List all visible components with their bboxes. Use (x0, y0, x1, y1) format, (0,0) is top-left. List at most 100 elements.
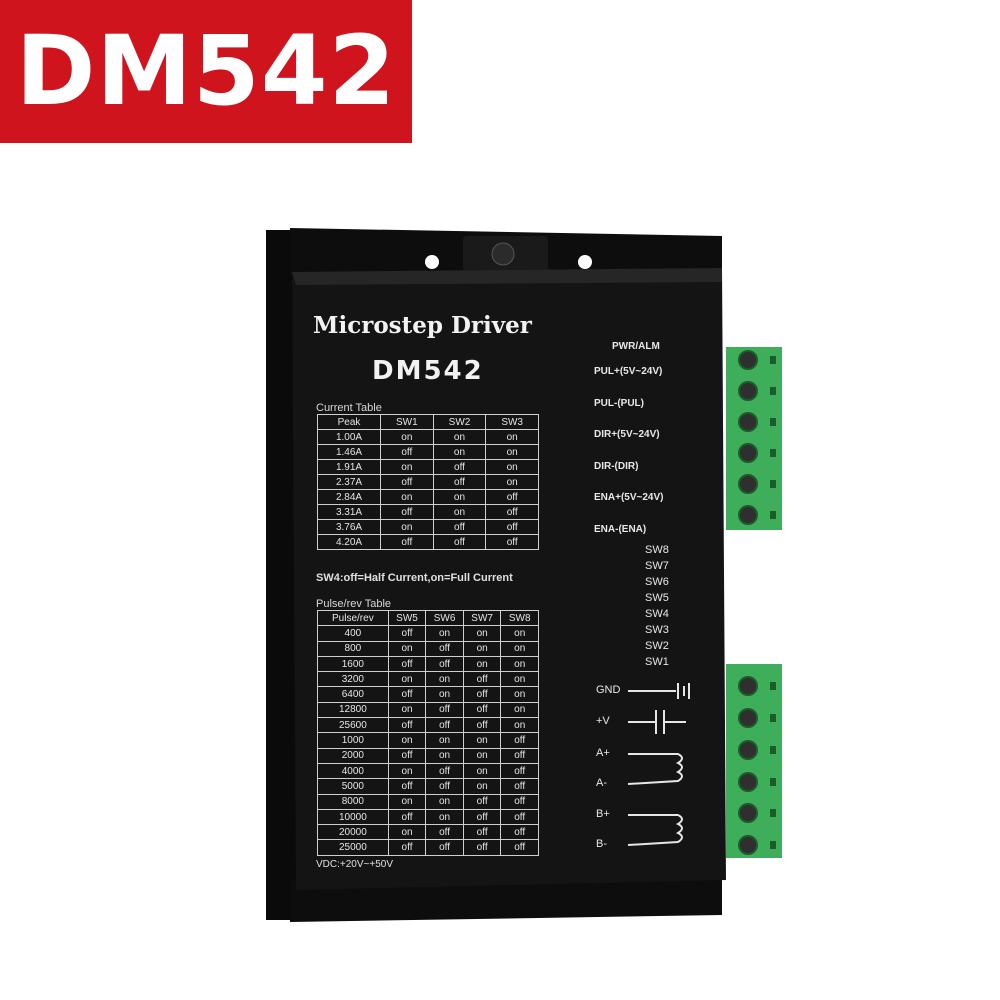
row-key-cell: 2.37A (316, 474, 382, 490)
column-header: Peak (316, 414, 382, 430)
switch-state-cell: off (432, 519, 487, 535)
switch-state-cell: on (387, 671, 427, 688)
row-key-cell: 3.76A (316, 519, 382, 535)
switch-state-cell: off (462, 824, 502, 841)
switch-state-cell: on (485, 459, 539, 475)
switch-state-cell: on (387, 732, 427, 749)
pin-label: GND (596, 684, 621, 696)
banner-title: DM542 (15, 15, 397, 127)
switch-state-cell: on (380, 429, 434, 445)
switch-state-cell: off (500, 808, 539, 826)
coil-a-icon (627, 753, 683, 785)
body-top-bevel (292, 268, 722, 285)
terminal-screw-icon (738, 835, 758, 855)
dip-switch-label: SW2 (645, 640, 669, 652)
switch-state-cell: on (432, 504, 487, 520)
switch-state-cell: on (425, 686, 464, 703)
column-header: SW8 (500, 609, 539, 627)
switch-state-cell: on (462, 778, 502, 795)
switch-state-cell: on (462, 762, 502, 780)
switch-state-cell: on (485, 429, 539, 445)
switch-state-cell: on (387, 793, 427, 810)
dip-switch-label: SW6 (645, 576, 669, 588)
terminal-screw-icon (738, 803, 758, 823)
switch-state-cell: on (387, 701, 427, 719)
switch-state-cell: on (425, 671, 464, 688)
dip-switch-label: SW5 (645, 592, 669, 604)
product-banner (0, 0, 412, 143)
switch-state-cell: on (432, 429, 487, 445)
switch-state-cell: on (462, 747, 502, 764)
switch-state-cell: off (485, 519, 539, 535)
pin-label: B+ (596, 808, 610, 820)
switch-state-cell: off (387, 655, 427, 673)
switch-state-cell: off (485, 504, 539, 520)
switch-state-cell: on (387, 640, 427, 657)
switch-state-cell: off (387, 778, 427, 795)
column-header: Pulse/rev (317, 609, 389, 627)
switch-state-cell: on (425, 808, 464, 826)
switch-state-cell: off (462, 671, 502, 688)
switch-state-cell: off (500, 762, 539, 780)
pwr-alm-label: PWR/ALM (612, 341, 660, 352)
terminal-screw-icon (738, 505, 758, 525)
row-key-cell: 3200 (317, 671, 389, 688)
switch-state-cell: off (432, 534, 487, 550)
switch-state-cell: on (432, 444, 487, 460)
row-key-cell: 2.84A (316, 489, 382, 505)
terminal-label: ENA-(ENA) (594, 524, 647, 535)
row-key-cell: 1.46A (316, 444, 382, 460)
switch-state-cell: on (462, 732, 502, 749)
row-key-cell: 20000 (317, 824, 389, 841)
terminal-label: PUL-(PUL) (594, 398, 644, 409)
switch-state-cell: off (432, 459, 487, 475)
column-header: SW1 (380, 414, 434, 430)
row-key-cell: 12800 (317, 701, 389, 719)
switch-state-cell: off (380, 444, 434, 460)
switch-state-cell: off (462, 808, 502, 826)
column-header: SW7 (462, 609, 502, 627)
dip-switch-label: SW7 (645, 560, 669, 572)
column-header: SW2 (432, 414, 487, 430)
switch-state-cell: off (425, 839, 464, 856)
switch-state-cell: off (500, 747, 539, 764)
column-header: SW3 (485, 414, 539, 430)
row-key-cell: 4000 (317, 762, 389, 780)
switch-state-cell: on (425, 793, 464, 810)
screw-icon (491, 242, 515, 266)
switch-state-cell: off (387, 747, 427, 764)
switch-state-cell: on (425, 732, 464, 749)
switch-state-cell: off (500, 732, 539, 749)
switch-state-cell: off (380, 504, 434, 520)
switch-state-cell: on (380, 489, 434, 505)
terminal-label: DIR-(DIR) (594, 461, 639, 472)
row-key-cell: 6400 (317, 686, 389, 703)
row-key-cell: 8000 (317, 793, 389, 810)
switch-state-cell: on (500, 625, 539, 642)
switch-state-cell: off (485, 489, 539, 505)
switch-state-cell: on (380, 459, 434, 475)
row-key-cell: 400 (317, 625, 389, 642)
switch-state-cell: off (462, 686, 502, 703)
terminal-screw-icon (738, 740, 758, 760)
switch-state-cell: off (500, 839, 539, 856)
terminal-screw-icon (738, 412, 758, 432)
switch-state-cell: off (425, 640, 464, 657)
row-key-cell: 5000 (317, 778, 389, 795)
switch-state-cell: on (425, 625, 464, 642)
power-terminal-block (726, 664, 782, 858)
switch-state-cell: off (500, 778, 539, 795)
mounting-bracket-bottom (290, 880, 722, 922)
